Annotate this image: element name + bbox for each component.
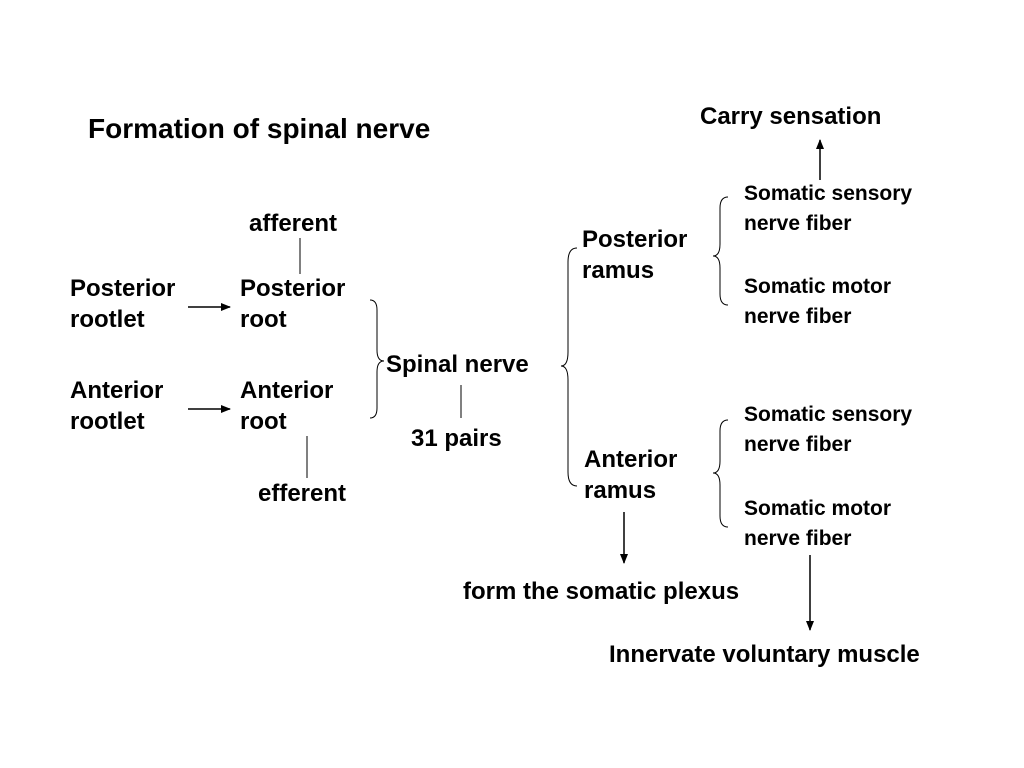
roots-brace: [369, 299, 385, 419]
posterior-motor-fiber-label: Somatic motor nerve fiber: [744, 275, 892, 328]
innervate-muscle-label: Innervate voluntary muscle: [609, 641, 920, 668]
carry-sensation-label: Carry sensation: [700, 103, 882, 130]
anterior-rootlet-label: Anterior rootlet: [70, 377, 164, 435]
posterior-ramus-brace: [712, 196, 729, 306]
posterior-root-label: Posterior root: [240, 275, 346, 333]
anterior-motor-fiber-label: Somatic motor nerve fiber: [744, 497, 892, 550]
somatic-plexus-label: form the somatic plexus: [463, 578, 740, 605]
anterior-root-label: Anterior root: [240, 377, 334, 435]
page-title: Formation of spinal nerve: [88, 113, 431, 144]
posterior-rootlet-label: Posterior rootlet: [70, 275, 176, 333]
posterior-sensory-fiber-label: Somatic sensory nerve fiber: [744, 182, 913, 235]
efferent-label: efferent: [258, 480, 347, 507]
rami-brace: [560, 247, 578, 487]
anterior-sensory-fiber-label: Somatic sensory nerve fiber: [744, 403, 913, 456]
spinal-nerve-label: Spinal nerve: [386, 351, 529, 378]
posterior-ramus-label: Posterior ramus: [582, 226, 688, 284]
anterior-ramus-label: Anterior ramus: [584, 446, 678, 504]
afferent-label: afferent: [249, 210, 338, 237]
anterior-ramus-brace: [712, 419, 729, 528]
pairs-label: 31 pairs: [411, 425, 502, 452]
